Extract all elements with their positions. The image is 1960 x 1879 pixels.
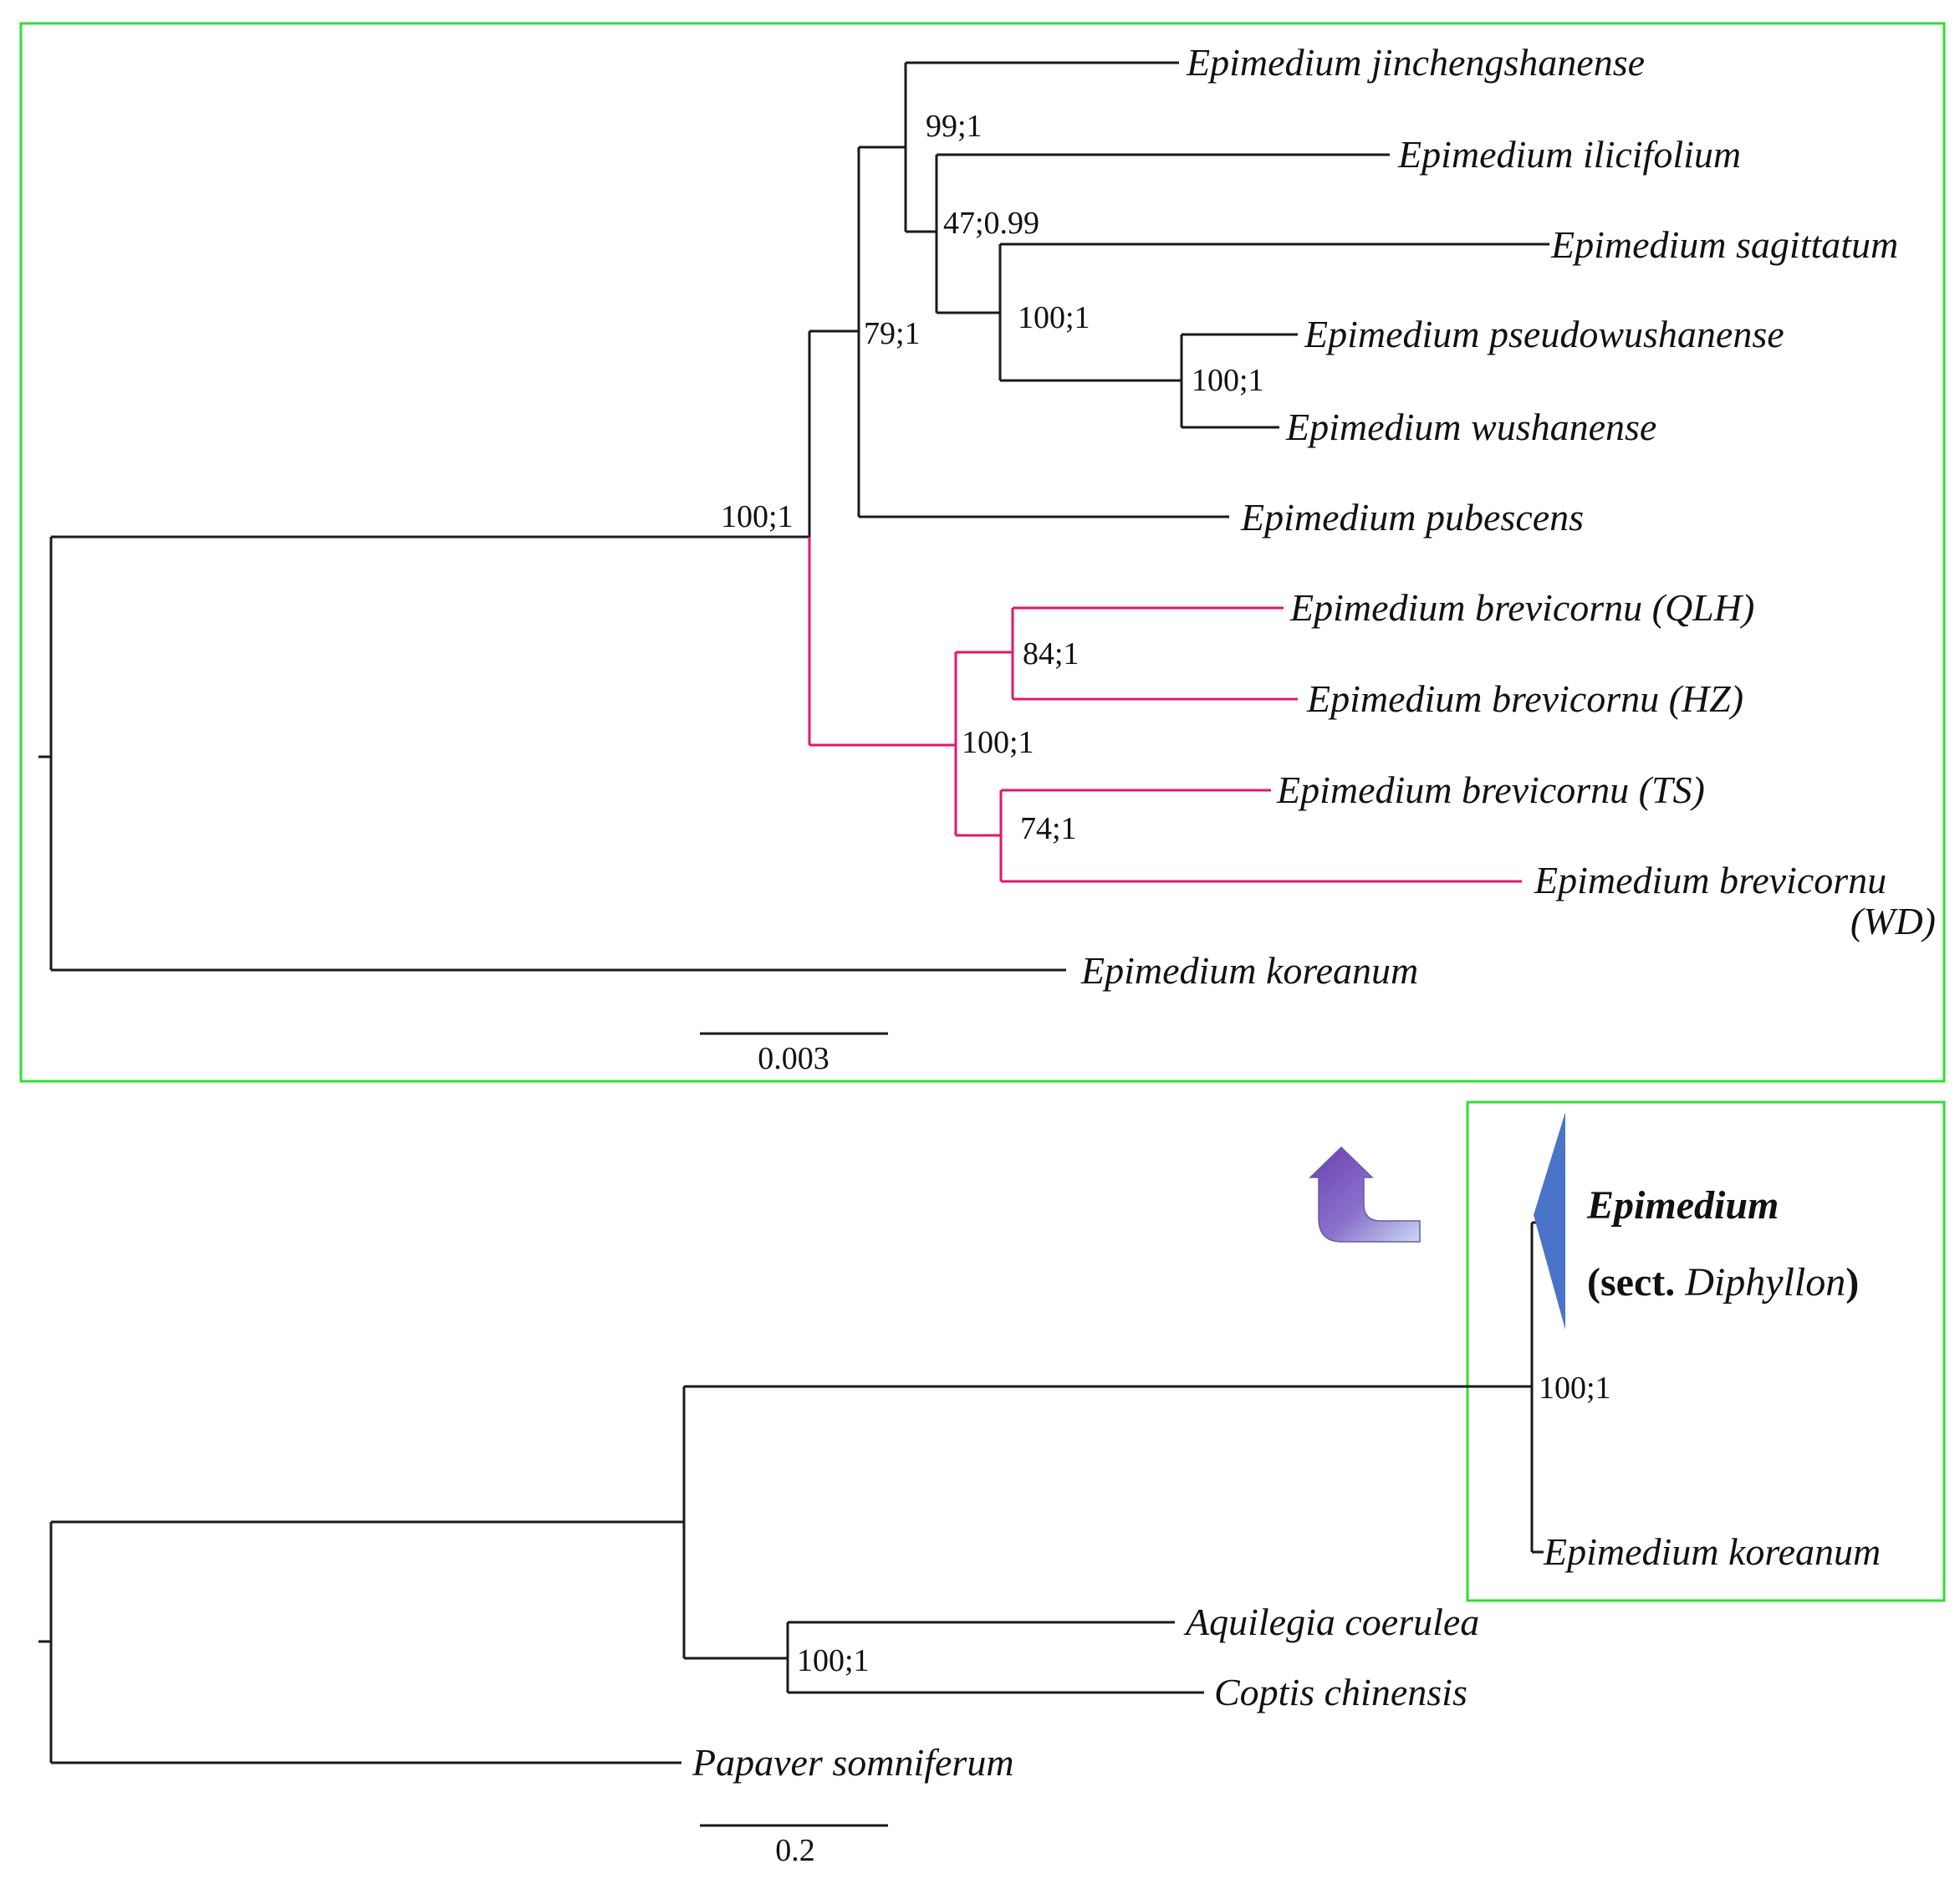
support-79: 79;1 — [864, 316, 921, 351]
taxon-brevicornu-qlh: Epimedium brevicornu (QLH) — [1289, 586, 1754, 629]
taxon-ilicifolium: Epimedium ilicifolium — [1397, 133, 1741, 176]
clade-label-section: (sect. Diphyllon) — [1587, 1260, 1859, 1305]
bottom-scale-bar-label: 0.2 — [775, 1833, 815, 1868]
support-84: 84;1 — [1023, 636, 1080, 671]
top-panel-frame — [19, 22, 1946, 1083]
taxon-brevicornu-wd: Epimedium brevicornu — [1534, 859, 1886, 901]
top-tree-taxa: Epimedium jinchengshanense Epimedium ili… — [1080, 41, 1936, 992]
support-47: 47;0.99 — [943, 206, 1039, 241]
taxon-wushanense: Epimedium wushanense — [1285, 406, 1656, 448]
bottom-taxon-koreanum: Epimedium koreanum — [1543, 1530, 1881, 1573]
bottom-panel-frame — [1466, 1100, 1946, 1602]
support-ranunculales: 100;1 — [797, 1643, 870, 1678]
curved-arrow-icon — [1309, 1146, 1421, 1243]
taxon-coptis: Coptis chinensis — [1214, 1671, 1467, 1713]
taxon-pubescens: Epimedium pubescens — [1240, 496, 1584, 539]
collapsed-clade-triangle — [1534, 1112, 1565, 1330]
taxon-jinchengshanense: Epimedium jinchengshanense — [1186, 41, 1645, 84]
taxon-brevicornu-wd-suffix: (WD) — [1850, 900, 1936, 942]
top-tree-branches — [38, 61, 1549, 972]
support-100-wushanense: 100;1 — [1192, 363, 1264, 398]
bottom-tree-taxa: Epimedium (sect. Diphyllon) Epimedium ko… — [692, 1183, 1881, 1784]
support-100-ingroup: 100;1 — [721, 499, 794, 534]
support-epimedium: 100;1 — [1539, 1371, 1611, 1406]
bottom-tree-supports: 100;1 100;1 — [797, 1371, 1611, 1678]
top-scale-bar: 0.003 — [700, 1032, 888, 1076]
taxon-aquilegia: Aquilegia coerulea — [1183, 1601, 1479, 1643]
support-100-sagittatum: 100;1 — [1018, 300, 1090, 335]
taxon-brevicornu-ts: Epimedium brevicornu (TS) — [1276, 768, 1705, 811]
support-74: 74;1 — [1020, 811, 1077, 846]
taxon-sagittatum: Epimedium sagittatum — [1550, 223, 1898, 266]
bottom-scale-bar: 0.2 — [700, 1824, 888, 1868]
clade-label-epimedium: Epimedium — [1586, 1183, 1779, 1228]
support-100-brevicornu: 100;1 — [962, 725, 1034, 760]
taxon-brevicornu-hz: Epimedium brevicornu (HZ) — [1306, 677, 1743, 720]
top-tree-supports: 99;1 47;0.99 100;1 100;1 79;1 100;1 84;1… — [721, 109, 1264, 846]
bottom-tree-panel: Epimedium (sect. Diphyllon) Epimedium ko… — [38, 1100, 1946, 1868]
taxon-koreanum: Epimedium koreanum — [1080, 949, 1418, 992]
taxon-papaver: Papaver somniferum — [692, 1741, 1014, 1784]
taxon-pseudowushanense: Epimedium pseudowushanense — [1304, 313, 1784, 355]
bottom-tree-branches — [38, 1221, 1544, 1764]
top-tree-panel: Epimedium jinchengshanense Epimedium ili… — [19, 22, 1946, 1083]
scale-bar-label: 0.003 — [758, 1041, 829, 1076]
support-99: 99;1 — [926, 109, 983, 144]
